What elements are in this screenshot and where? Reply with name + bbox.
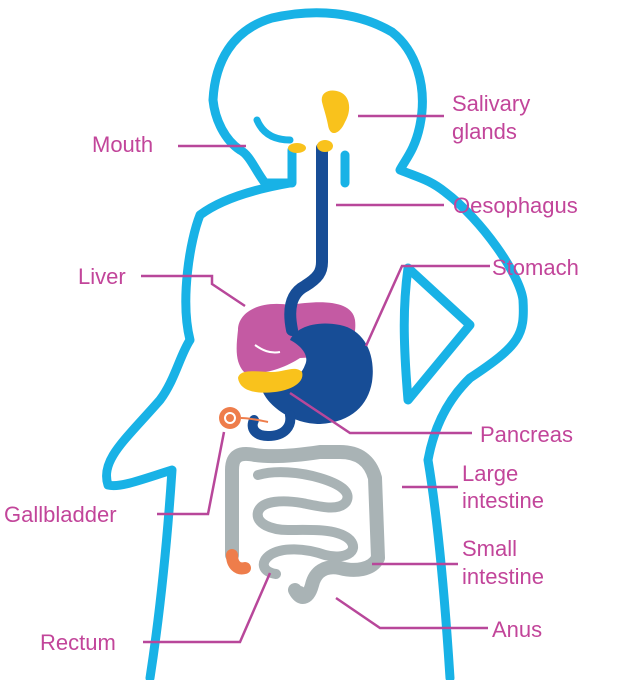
label-small-intestine-line1: Small — [462, 536, 517, 562]
stomach-leader — [366, 266, 490, 346]
anus-end — [294, 586, 306, 598]
salivary-gland-right — [317, 140, 333, 152]
label-small-intestine-line2: intestine — [462, 564, 544, 590]
anus-leader — [336, 598, 488, 628]
label-salivary-glands-line1: Salivary — [452, 91, 530, 117]
label-pancreas: Pancreas — [480, 422, 573, 448]
salivary-gland-upper — [322, 90, 349, 133]
label-rectum: Rectum — [40, 630, 116, 656]
label-oesophagus: Oesophagus — [453, 193, 578, 219]
liver-leader — [141, 276, 245, 306]
label-liver: Liver — [78, 264, 126, 290]
label-stomach: Stomach — [492, 255, 579, 281]
duodenum — [253, 415, 291, 436]
small-intestine-organ — [258, 472, 353, 574]
label-large-intestine-line2: intestine — [462, 488, 544, 514]
label-large-intestine-line1: Large — [462, 461, 518, 487]
label-anus: Anus — [492, 617, 542, 643]
label-gallbladder: Gallbladder — [4, 502, 117, 528]
salivary-gland-left — [288, 143, 306, 153]
mouth-line — [257, 120, 290, 140]
label-salivary-glands-line2: glands — [452, 119, 517, 145]
gallbladder-organ — [219, 407, 241, 429]
label-mouth: Mouth — [92, 132, 153, 158]
